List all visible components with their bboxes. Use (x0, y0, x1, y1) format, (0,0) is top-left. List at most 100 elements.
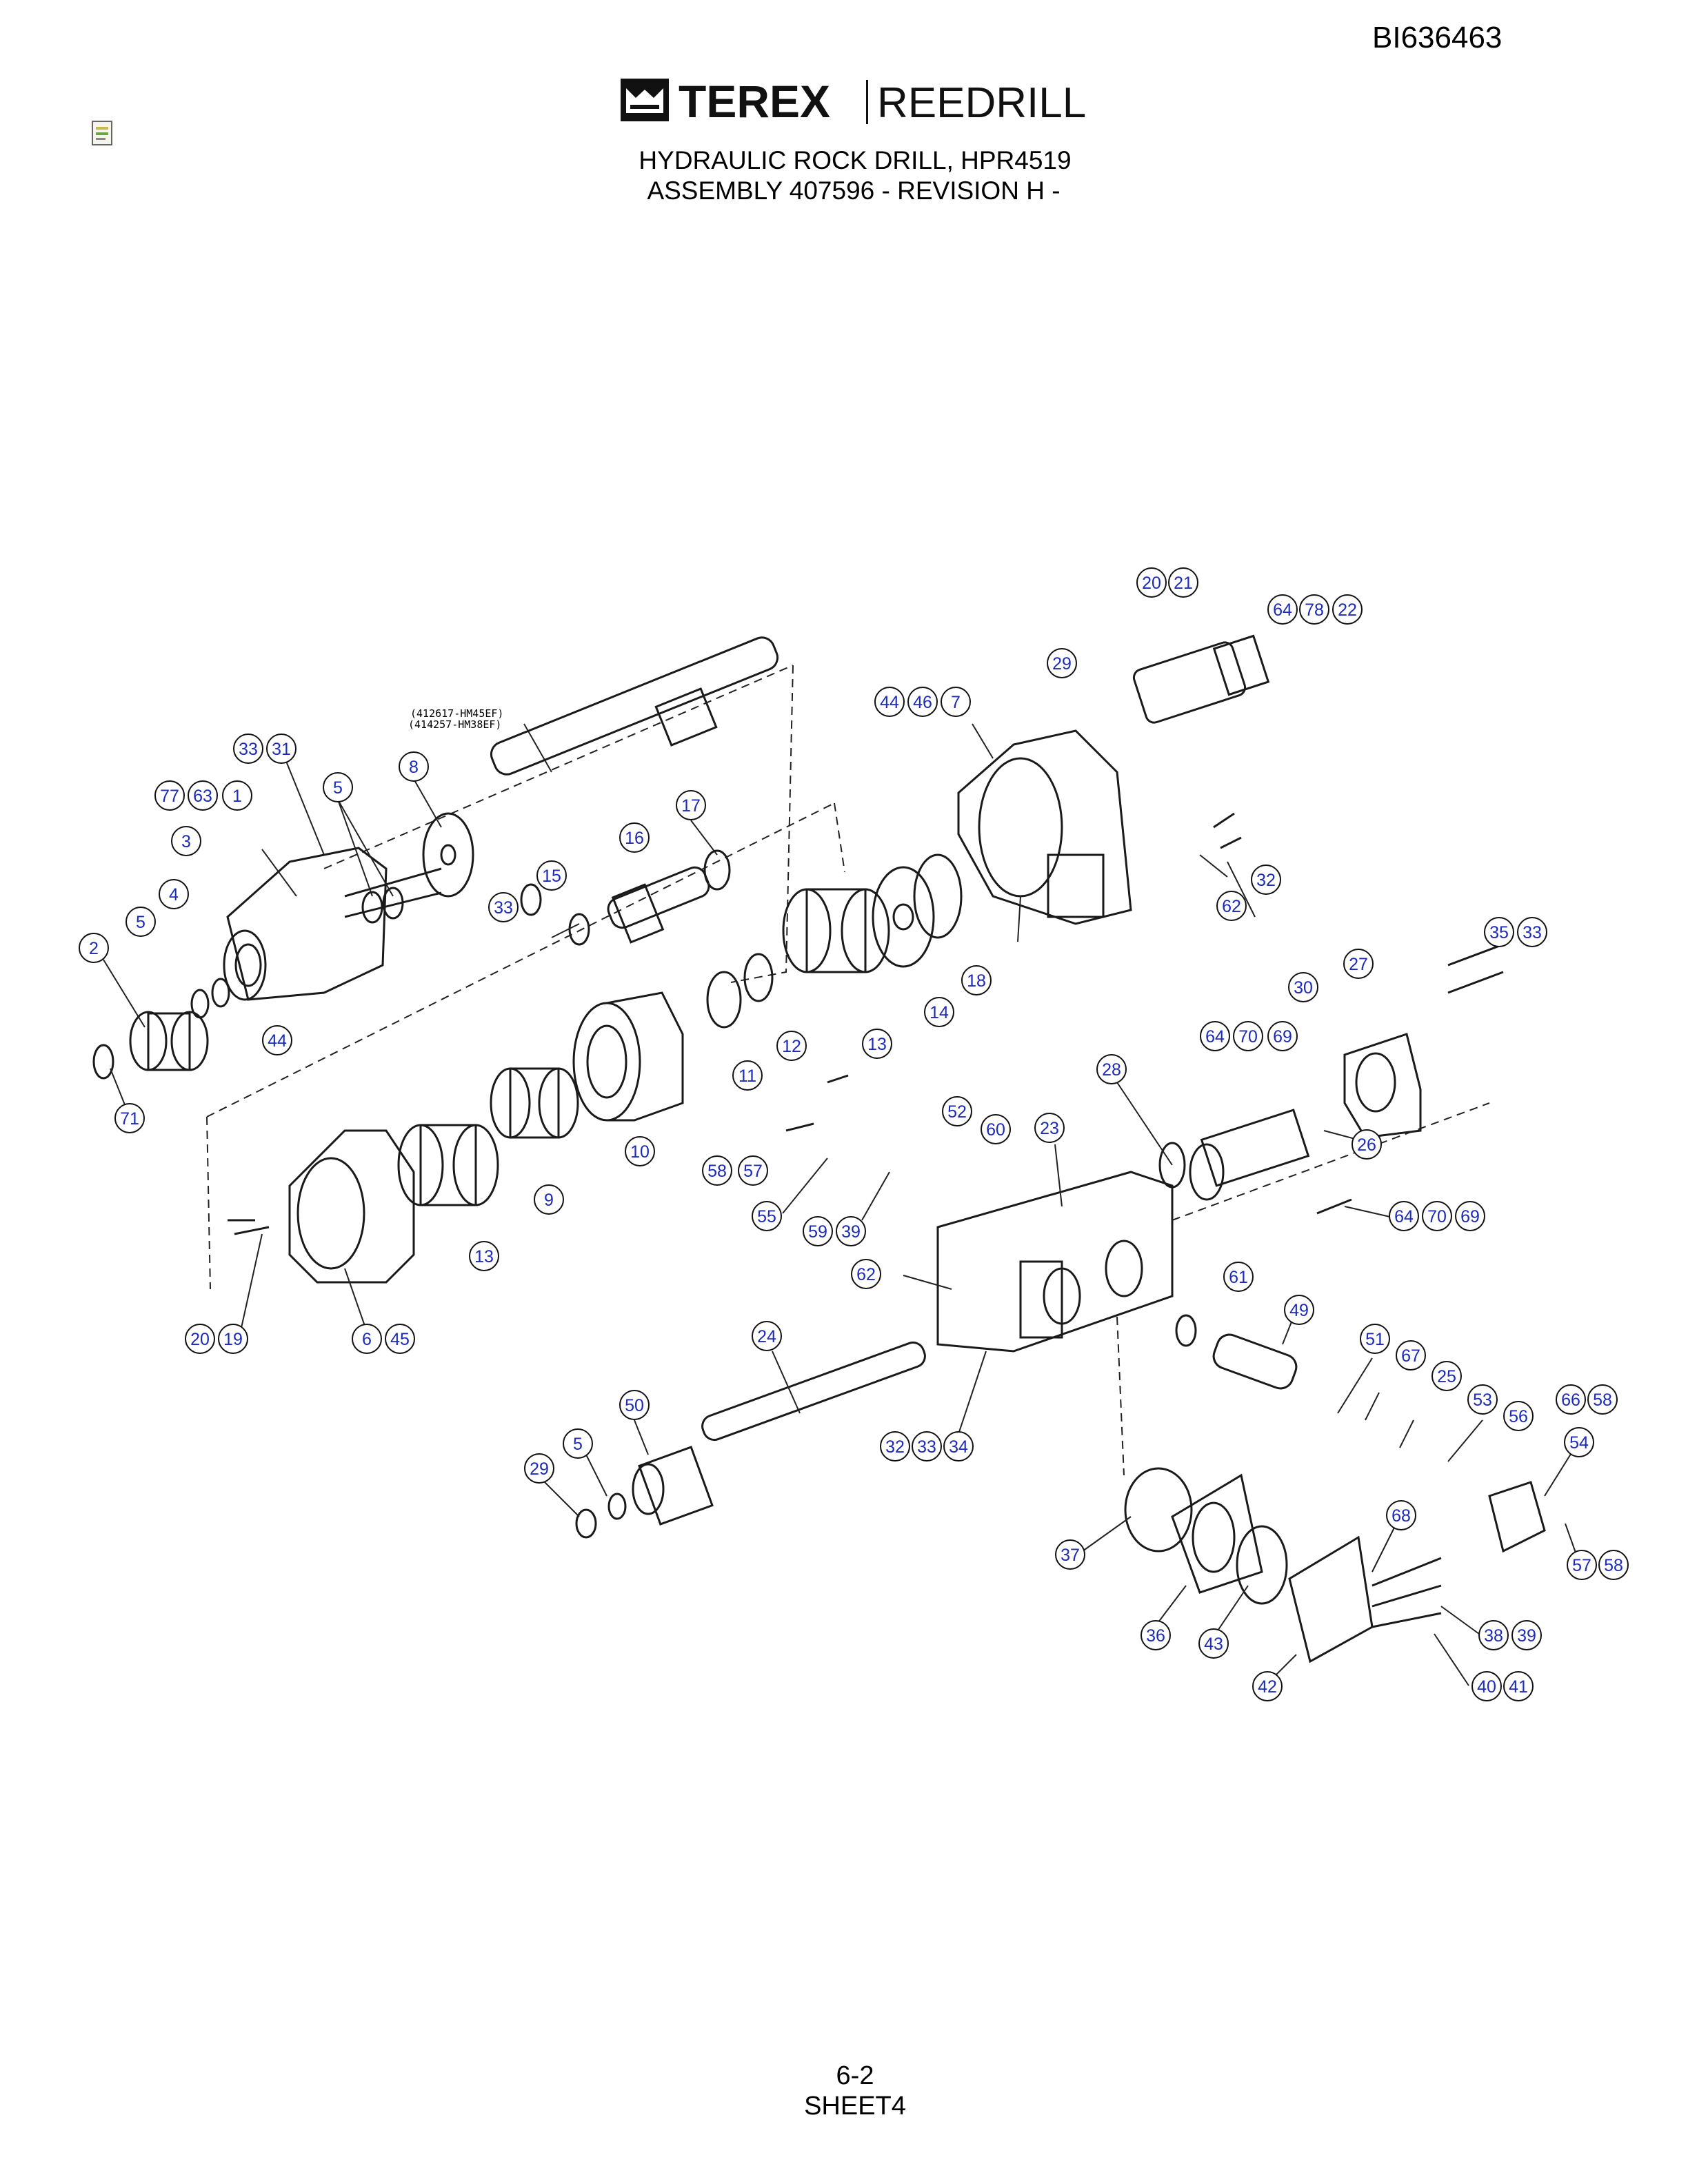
callout-bubble (1471, 1671, 1502, 1701)
callout-label: 21 (1174, 574, 1193, 593)
callout-label: 16 (625, 829, 644, 848)
callout-bubble (469, 1241, 499, 1271)
callout-bubble (961, 965, 992, 995)
callout-bubble (1233, 1021, 1263, 1051)
valve-part (1158, 1109, 1310, 1201)
manifold-part (1288, 1535, 1442, 1664)
callout-label: 29 (1052, 654, 1072, 674)
callout-label: 10 (630, 1142, 650, 1162)
cylinder-body-part (936, 1171, 1174, 1353)
callout-label: 6 (362, 1330, 372, 1349)
callout-bubble (1511, 1620, 1542, 1650)
front-head-part (223, 847, 442, 1001)
callout-bubble (851, 1259, 881, 1289)
document-subtitle: ASSEMBLY 407596 - REVISION H - (647, 176, 1061, 205)
callout-label: 20 (1142, 574, 1161, 593)
callout-bubble (942, 1096, 972, 1126)
callout-label: 24 (757, 1327, 776, 1346)
callout-bubble (702, 1155, 732, 1186)
callout-label: 70 (1427, 1207, 1447, 1226)
callout-label: 3 (181, 832, 191, 851)
hydraulic-motor-part (1132, 634, 1270, 724)
callout-bubble (907, 687, 938, 717)
callout-label: 9 (544, 1191, 554, 1210)
callout-bubble (1503, 1671, 1534, 1701)
callout-label: 28 (1102, 1060, 1121, 1080)
callout-label: 66 (1561, 1391, 1580, 1410)
callout-bubble (1267, 594, 1298, 625)
callout-label: 34 (949, 1437, 968, 1457)
callout-bubble (1556, 1384, 1586, 1415)
callout-bubble (776, 1031, 807, 1061)
callout-bubble (943, 1431, 974, 1462)
callout-bubble (1252, 1671, 1283, 1701)
callout-label: 8 (409, 758, 419, 777)
callout-label: 69 (1273, 1027, 1292, 1046)
callout-label: 40 (1477, 1677, 1496, 1697)
callout-label: 54 (1569, 1433, 1589, 1453)
callout-bubble (218, 1324, 248, 1354)
callout-label: 14 (930, 1003, 949, 1022)
callout-bubble (1198, 1628, 1229, 1659)
callout-bubble (1047, 648, 1077, 678)
callout-bubble (222, 780, 252, 811)
callout-bubble (912, 1431, 942, 1462)
callout-label: 42 (1258, 1677, 1277, 1697)
callout-label: 20 (190, 1330, 210, 1349)
callout-label: 37 (1061, 1546, 1080, 1565)
callout-bubble (924, 997, 954, 1027)
callout-label: 55 (757, 1207, 776, 1226)
piston-sleeve-part (575, 1446, 714, 1539)
callout-bubble (752, 1201, 782, 1231)
callout-bubble (1386, 1500, 1416, 1530)
callout-bubble (1455, 1201, 1485, 1231)
callout-bubble (1396, 1340, 1426, 1371)
assembly-centerlines (206, 665, 1490, 1476)
note-icon[interactable] (90, 119, 117, 149)
callout-label: 15 (542, 867, 561, 886)
disc-part (422, 812, 474, 898)
callout-label: 7 (951, 693, 961, 712)
callout-label: 2 (89, 939, 99, 958)
callout-label: 70 (1238, 1027, 1258, 1046)
callout-label: 26 (1357, 1135, 1376, 1155)
callout-label: 32 (1256, 871, 1276, 890)
callout-label: 71 (120, 1109, 139, 1129)
callout-label: 33 (1523, 923, 1542, 942)
callout-bubble (1288, 972, 1318, 1002)
callout-label: 58 (1593, 1391, 1612, 1410)
callout-label: 53 (1473, 1391, 1492, 1410)
callout-label: 43 (1204, 1635, 1223, 1654)
callout-bubble (1055, 1539, 1085, 1570)
callout-label: 1 (232, 787, 242, 806)
page-number: 6-2 (836, 2061, 874, 2090)
callout-bubble (114, 1103, 145, 1133)
bushing-part (397, 888, 890, 1206)
callout-label: 5 (573, 1435, 583, 1454)
callout-label: 33 (239, 740, 258, 759)
callout-bubble (862, 1029, 892, 1059)
callout-label: 69 (1460, 1207, 1480, 1226)
rear-plate-part (1124, 1467, 1288, 1605)
callout-bubble (171, 826, 201, 856)
callout-bubble (1567, 1550, 1597, 1580)
brand-primary: TEREX (679, 76, 830, 127)
callout-bubble (1168, 567, 1198, 598)
callout-label: 64 (1205, 1027, 1225, 1046)
callout-label: 4 (169, 885, 179, 904)
callout-label: 13 (867, 1035, 887, 1054)
leader-lines (103, 723, 1580, 1686)
callout-label: 46 (913, 693, 932, 712)
callout-label: 41 (1509, 1677, 1528, 1697)
callout-bubble (1389, 1201, 1419, 1231)
callout-label: 39 (1517, 1626, 1536, 1646)
callout-label: 64 (1273, 600, 1292, 620)
callout-bubble (1136, 567, 1167, 598)
callout-bubble (159, 879, 189, 909)
document-id: BI636463 (1372, 21, 1503, 54)
valve-cover-part (1488, 1481, 1546, 1553)
callout-label: 13 (474, 1247, 494, 1266)
callout-bubble (323, 772, 353, 802)
callout-label: 45 (390, 1330, 410, 1349)
